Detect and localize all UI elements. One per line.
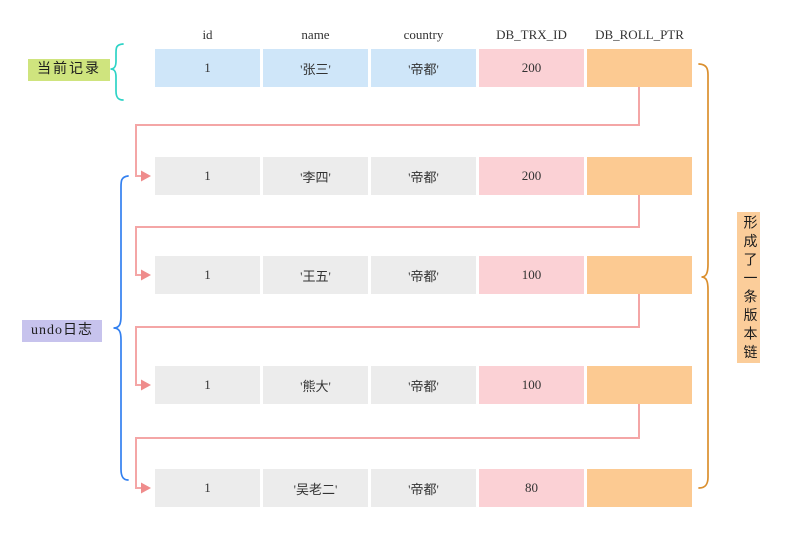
cell-country: '帝都' [371, 256, 476, 294]
cell-trx-id: 100 [479, 366, 584, 404]
cell-trx-id: 100 [479, 256, 584, 294]
current-record-brace [110, 43, 124, 101]
cell-country: '帝都' [371, 157, 476, 195]
table-row-undo-2: 1 '王五' '帝都' 100 [155, 256, 692, 294]
table-row-undo-4: 1 '吴老二' '帝都' 80 [155, 469, 692, 507]
cell-trx-id: 200 [479, 49, 584, 87]
arrowhead-3 [141, 379, 151, 391]
cell-name: '王五' [263, 256, 368, 294]
cell-country: '帝都' [371, 49, 476, 87]
cell-name: '李四' [263, 157, 368, 195]
cell-name: '张三' [263, 49, 368, 87]
cell-id: 1 [155, 366, 260, 404]
cell-id: 1 [155, 469, 260, 507]
cell-id: 1 [155, 49, 260, 87]
undo-log-label: undo日志 [22, 320, 102, 342]
header-id: id [202, 27, 213, 42]
cell-roll-ptr [587, 49, 692, 87]
cell-country: '帝都' [371, 469, 476, 507]
cell-name: '吴老二' [263, 469, 368, 507]
undo-log-brace [113, 175, 129, 481]
cell-trx-id: 80 [479, 469, 584, 507]
cell-country: '帝都' [371, 366, 476, 404]
table-row-undo-3: 1 '熊大' '帝都' 100 [155, 366, 692, 404]
arrowhead-1 [141, 170, 151, 182]
version-chain-label: 形成了一条版本链 [737, 212, 760, 363]
cell-roll-ptr [587, 469, 692, 507]
current-record-label: 当前记录 [28, 59, 110, 81]
header-roll-ptr: DB_ROLL_PTR [595, 27, 684, 42]
header-country: country [403, 27, 444, 42]
cell-roll-ptr [587, 157, 692, 195]
version-chain-brace [698, 63, 709, 489]
cell-id: 1 [155, 256, 260, 294]
table-row-current: 1 '张三' '帝都' 200 [155, 49, 692, 87]
cell-roll-ptr [587, 256, 692, 294]
cell-id: 1 [155, 157, 260, 195]
arrowhead-2 [141, 269, 151, 281]
header-trx-id: DB_TRX_ID [496, 27, 567, 42]
cell-name: '熊大' [263, 366, 368, 404]
cell-trx-id: 200 [479, 157, 584, 195]
arrowhead-4 [141, 482, 151, 494]
header-name: name [301, 27, 330, 42]
cell-roll-ptr [587, 366, 692, 404]
table-row-undo-1: 1 '李四' '帝都' 200 [155, 157, 692, 195]
column-headers: id name country DB_TRX_ID DB_ROLL_PTR [155, 26, 692, 43]
